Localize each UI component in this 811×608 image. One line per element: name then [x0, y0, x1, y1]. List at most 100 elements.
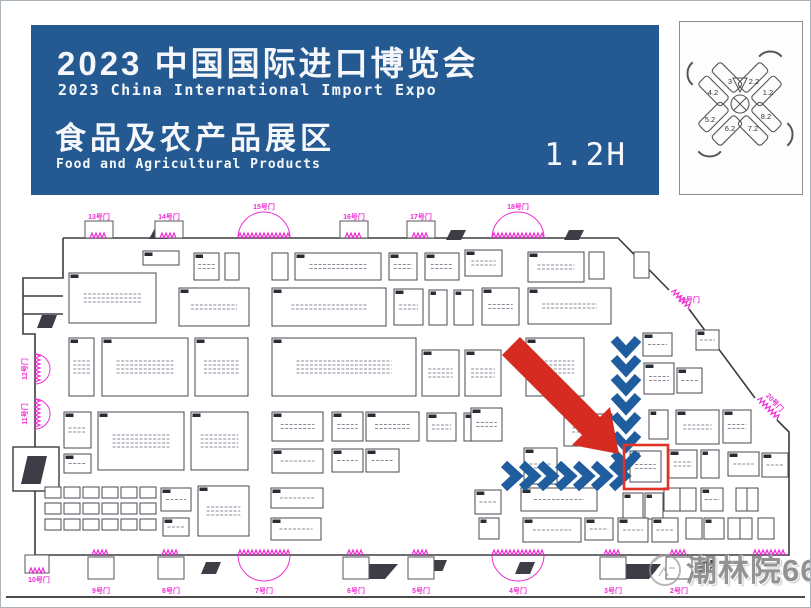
booth: [648, 409, 669, 440]
booth-number-tag: [480, 519, 487, 523]
booth-number-tag: [724, 411, 733, 415]
gate-door: [33, 398, 42, 428]
inset-hall-label: 6.2: [725, 124, 735, 133]
booth: [97, 411, 185, 471]
booth-number-tag: [677, 411, 686, 415]
booth-number-tag: [70, 274, 79, 278]
booth: [139, 486, 157, 499]
booth-number-tag: [525, 449, 534, 453]
booth-number-tag: [522, 489, 531, 493]
booth: [82, 502, 100, 515]
gate-door: [756, 396, 781, 421]
booth-number-tag: [164, 519, 173, 523]
booth-number-tag: [476, 491, 485, 495]
gate-door: [411, 231, 429, 240]
booth-number-tag: [646, 494, 652, 498]
gate-label: 20号门: [764, 391, 785, 413]
booth: [675, 409, 720, 445]
booth-number-tag: [273, 413, 282, 417]
route-chevron-right: [590, 460, 614, 492]
booth-number-tag: [199, 487, 208, 491]
route-chevron-down: [610, 354, 642, 378]
gate-door: [670, 288, 692, 310]
booth-number-tag: [524, 519, 533, 523]
booth-number-tag: [65, 455, 74, 459]
watermark-logo-icon: [649, 553, 681, 586]
stairs-icon: [446, 230, 466, 240]
booth-number-tag: [619, 519, 628, 523]
booth-number-tag: [99, 413, 108, 417]
booth: [421, 349, 460, 397]
gate-door: [346, 548, 364, 557]
inset-hall-label: 7.2: [748, 124, 758, 133]
booth: [735, 487, 748, 512]
booth: [270, 487, 324, 509]
gate-door: [33, 353, 42, 383]
gate-door: [161, 548, 179, 557]
watermark: 潮林院66: [645, 545, 810, 590]
booth-number-tag: [272, 489, 281, 493]
booth: [393, 288, 424, 326]
route-chevron-down: [610, 335, 642, 359]
booth: [44, 518, 62, 531]
booth-number-tag: [333, 450, 342, 454]
booth-number-tag: [527, 339, 536, 343]
booth-number-tag: [729, 453, 738, 457]
booth: [294, 252, 382, 281]
booth: [428, 289, 448, 326]
booth-number-tag: [196, 339, 205, 343]
booth-number-tag: [455, 291, 462, 295]
booth: [271, 287, 387, 327]
booth-number-tag: [195, 254, 203, 258]
booth: [178, 287, 250, 327]
booth: [685, 517, 703, 540]
gate-label: 10号门: [28, 575, 50, 584]
gate-door: [237, 548, 291, 557]
booth: [470, 407, 503, 442]
booth-number-tag: [428, 414, 437, 418]
booth: [101, 502, 119, 515]
gate-label: 13号门: [88, 212, 110, 221]
booth: [190, 411, 249, 471]
route-chevron-down: [610, 373, 642, 397]
booth: [63, 486, 81, 499]
booth: [478, 517, 500, 540]
booth: [679, 487, 697, 512]
inset-hall-label: 8.2: [761, 112, 771, 121]
booth-number-tag: [678, 369, 686, 373]
booth: [224, 252, 240, 281]
booth-number-tag: [273, 289, 282, 293]
expo-title-en: 2023 China International Import Expo: [58, 81, 438, 99]
booth-number-tag: [705, 519, 712, 523]
attention-arrow: [502, 337, 619, 454]
booth-number-tag: [586, 519, 595, 523]
booth-number-tag: [65, 413, 74, 417]
stairs-icon: [37, 315, 57, 328]
route-chevron-down: [610, 430, 642, 454]
expo-title-zh: 2023 中国国际进口博览会: [57, 45, 479, 82]
booth: [739, 517, 753, 540]
booth-number-tag: [645, 364, 654, 368]
gate-door: [411, 548, 429, 557]
route-chevron-right: [518, 460, 542, 492]
booth-number-tag: [103, 339, 112, 343]
booth: [663, 487, 681, 512]
highlighted-booth-outline: [622, 443, 670, 491]
gate-label: 16号门: [343, 212, 365, 221]
booth: [481, 287, 520, 326]
booth-number-tag: [472, 409, 481, 413]
booth: [120, 518, 138, 531]
route-chevron-down: [610, 411, 642, 435]
booth: [588, 251, 605, 280]
route-chevron-right: [554, 460, 578, 492]
inset-hall-label: 2.2: [749, 77, 759, 86]
gate-door: [491, 231, 545, 240]
hall-walls: [22, 237, 790, 556]
gate-label: 2号门: [670, 586, 688, 595]
booth: [82, 518, 100, 531]
gate-label: 8号门: [162, 586, 180, 595]
gate-door: [89, 231, 107, 240]
gate-label: 5号门: [412, 586, 430, 595]
